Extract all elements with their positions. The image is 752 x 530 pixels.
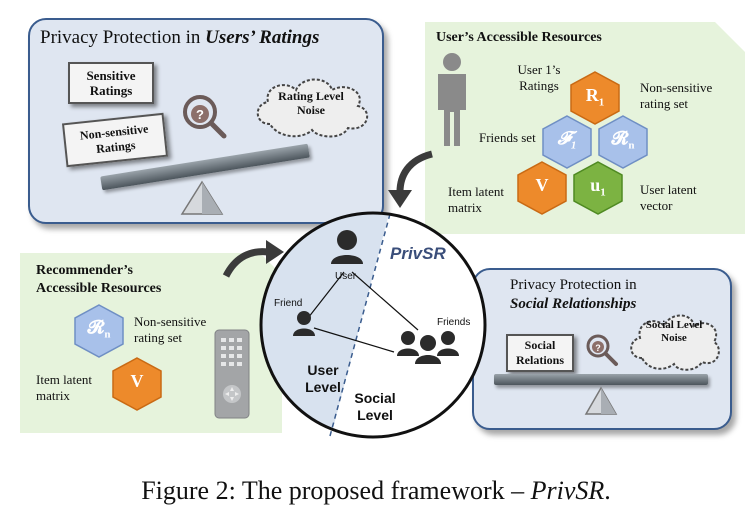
hex-v-bottom-label: V xyxy=(130,371,144,391)
title-plain: Privacy Protection in xyxy=(40,27,206,48)
title-emph: Users’ Ratings xyxy=(205,27,320,48)
hex-f1-label: 𝓕1 xyxy=(557,128,577,152)
rating-noise-label: Rating Level Noise xyxy=(278,89,344,117)
panel-users-ratings-title: Privacy Protection in Users’ Ratings xyxy=(40,27,319,49)
hex-f1 xyxy=(542,115,592,169)
user-node-label: User xyxy=(335,271,357,282)
remote-control-icon xyxy=(214,329,250,419)
hex-u1 xyxy=(573,161,623,215)
hex-rn-bottom xyxy=(74,304,124,358)
privsr-title: PrivSR xyxy=(390,244,446,263)
friend-node-label: Friend xyxy=(274,298,303,309)
hex-r1-label: R1 xyxy=(585,85,605,109)
user1-ratings-label: User 1’s Ratings xyxy=(517,62,561,93)
person-icon xyxy=(438,53,466,146)
bottom-item-latent-label: Item latent matrix xyxy=(36,372,92,403)
social-noise-label: Social Level Noise xyxy=(645,319,703,344)
figure-caption: Figure 2: The proposed framework – PrivS… xyxy=(0,476,752,506)
nonsensitive-set-label: Non-sensitive rating set xyxy=(640,80,713,111)
social-relations-card: Social Relations xyxy=(506,334,574,372)
user-latent-label: User latent vector xyxy=(640,182,697,213)
social-relations-label: Social Relations xyxy=(516,338,564,367)
item-latent-label: Item latent matrix xyxy=(448,184,504,215)
bottom-nonsensitive-label: Non-sensitive rating set xyxy=(134,314,207,345)
friends-set-label: Friends set xyxy=(479,130,536,145)
hex-v-top xyxy=(517,161,567,215)
hex-rn xyxy=(598,115,648,169)
seesaw-beam-social xyxy=(494,374,708,385)
hex-v-top-label: V xyxy=(535,175,549,195)
social-level-label: Social Level xyxy=(354,390,396,423)
arrow-to-center-left xyxy=(222,240,284,278)
panel-user-resources-title: User’s Accessible Resources xyxy=(436,30,602,45)
user-node-icon xyxy=(331,230,363,264)
center-circle xyxy=(259,211,487,439)
panel-social-title-plain: Privacy Protection in xyxy=(510,277,637,293)
hex-v-bottom xyxy=(112,357,162,411)
sensitive-ratings-card: Sensitive Ratings xyxy=(68,62,154,104)
friends-node-label: Friends xyxy=(437,317,471,328)
caption-end: . xyxy=(604,476,611,505)
friends-group-icon xyxy=(397,331,459,364)
caption-plain: Figure 2: The proposed framework – xyxy=(141,476,531,505)
magnifier-question-icon: ? xyxy=(183,95,227,139)
seesaw-pivot xyxy=(180,180,224,215)
magnifier-question-icon-small: ? xyxy=(586,334,618,366)
hex-rn-bottom-label: 𝓡n xyxy=(87,317,111,341)
panel-recommender-resources-title: Recommender’s Accessible Resources xyxy=(36,263,162,296)
svg-text:?: ? xyxy=(595,343,601,353)
arrow-to-center-top xyxy=(388,150,434,208)
user-level-label: User Level xyxy=(305,362,341,395)
panel-social-title: Privacy Protection in Social Relationshi… xyxy=(510,276,637,314)
cloud-icon-social xyxy=(630,314,720,371)
seesaw-pivot-social xyxy=(584,386,618,415)
hex-r1 xyxy=(570,71,620,125)
caption-emph: PrivSR xyxy=(530,476,605,505)
panel-social-title-emph: Social Relationships xyxy=(510,296,637,312)
hex-u1-label: u1 xyxy=(590,175,606,199)
sensitive-ratings-label: Sensitive Ratings xyxy=(86,68,136,98)
svg-text:?: ? xyxy=(196,107,204,122)
hex-rn-label: 𝓡n xyxy=(611,128,635,152)
friend-node-icon xyxy=(293,311,315,336)
nonsensitive-ratings-label: Non-sensitive Ratings xyxy=(79,121,150,156)
cloud-icon xyxy=(256,78,369,138)
